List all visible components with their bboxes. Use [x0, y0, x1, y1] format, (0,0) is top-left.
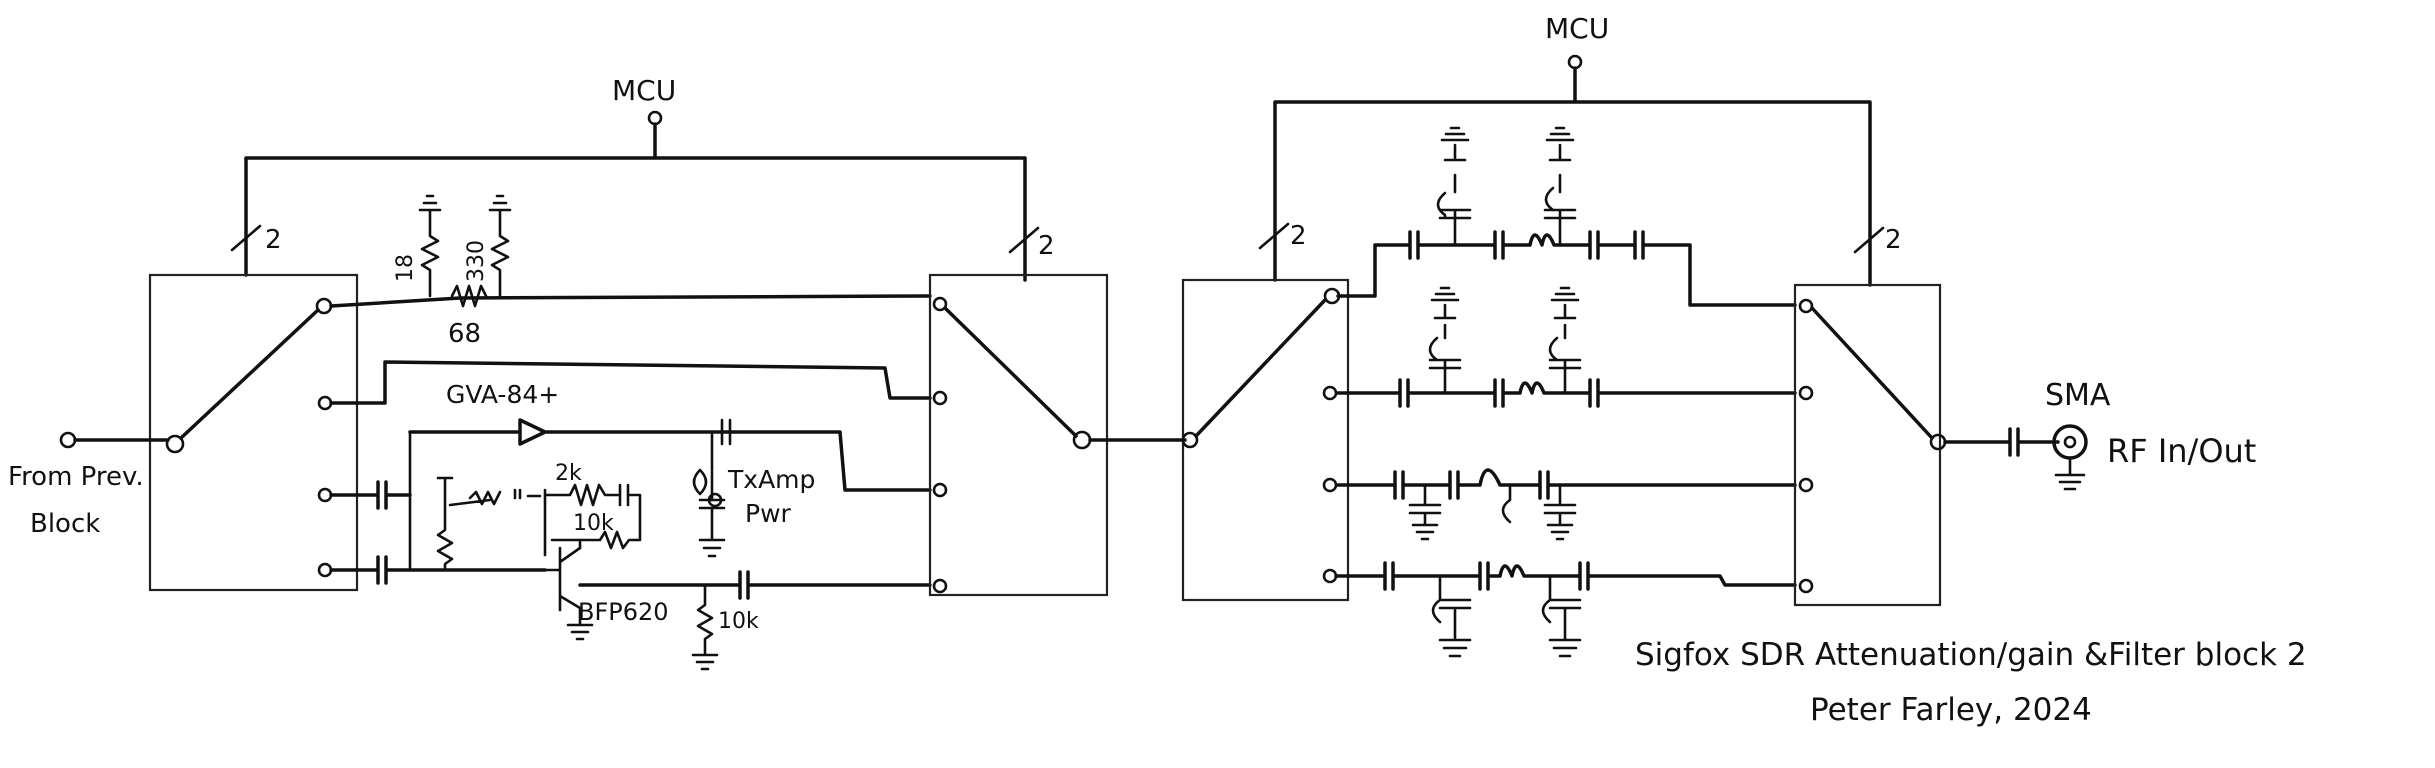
gva-label: GVA-84+ — [446, 380, 559, 409]
bus-width-left-a: 2 — [265, 225, 282, 255]
bus-width-right-b: 2 — [1885, 225, 1902, 255]
filter-path-4 — [1334, 561, 1797, 658]
pwr-label: Pwr — [745, 499, 792, 528]
mcu-right-label: MCU — [1545, 12, 1609, 45]
bus-width-right-a: 2 — [1290, 221, 1307, 251]
r-10k-a-label: 10k — [573, 511, 614, 536]
mcu-bus-right: MCU 2 2 — [1258, 12, 1902, 287]
rf-switch-2 — [928, 273, 1187, 597]
r-68-label: 68 — [448, 319, 481, 349]
filter-path-1 — [1336, 126, 1797, 307]
bfp-path: 2k 10k BFP620 10k — [329, 461, 932, 671]
attenuator-path: 18 330 68 — [329, 194, 932, 349]
filter-path-3 — [1336, 468, 1797, 541]
sma-label: SMA — [2045, 378, 2111, 413]
rf-switch-3 — [1181, 278, 1350, 602]
title-line-2: Peter Farley, 2024 — [1810, 692, 2092, 728]
title-line-1: Sigfox SDR Attenuation/gain &Filter bloc… — [1635, 637, 2307, 673]
mcu-left-label: MCU — [612, 74, 676, 107]
r-10k-b-label: 10k — [718, 609, 759, 634]
rf-switch-4 — [1793, 283, 2060, 607]
from-prev-label: From Prev. — [8, 462, 144, 492]
txamp-label: TxAmp — [727, 465, 815, 494]
r-2k-label: 2k — [555, 461, 582, 486]
block-label: Block — [30, 509, 100, 539]
gva-path: GVA-84+ TxAmp Pwr — [329, 360, 932, 572]
r-330-label: 330 — [464, 240, 489, 282]
bus-width-left-b: 2 — [1038, 231, 1055, 261]
mcu-bus-left: MCU 2 2 — [230, 74, 1055, 282]
r-18-label: 18 — [393, 254, 418, 282]
bfp-label: BFP620 — [578, 598, 669, 626]
filter-path-2 — [1336, 286, 1797, 408]
sma-connector: SMA RF In/Out — [2045, 378, 2256, 491]
rf-inout-label: RF In/Out — [2107, 432, 2256, 470]
rf-switch-1 — [59, 273, 359, 592]
